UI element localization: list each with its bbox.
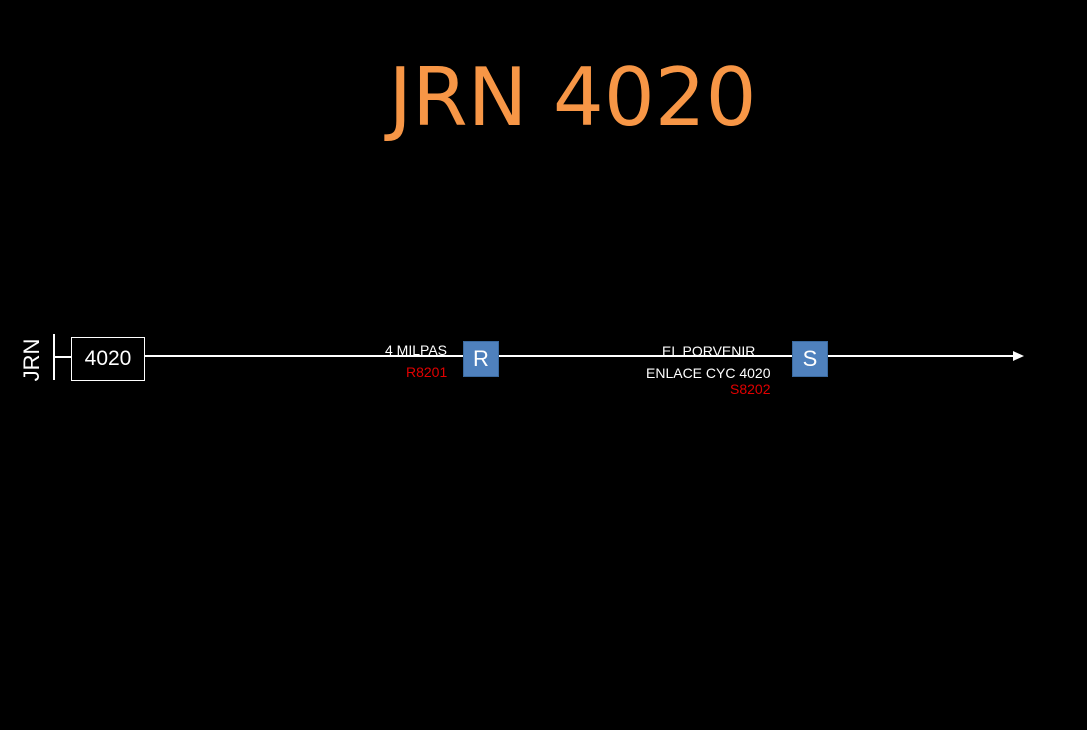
substation-label: JRN [19, 338, 44, 382]
recloser-device: R [463, 341, 499, 377]
device-location-r: 4 MILPAS [385, 342, 447, 358]
feeder-arrow-icon [1013, 351, 1024, 361]
sectionalizer-device: S [792, 341, 828, 377]
device-id-s: S8202 [730, 381, 771, 397]
device-location-s: EL PORVENIR [662, 343, 756, 359]
device-sublocation-s: ENLACE CYC 4020 [646, 365, 771, 381]
substation-bus-bar [53, 334, 55, 380]
bus-connector [55, 356, 71, 358]
feeder-line [145, 355, 1015, 357]
device-id-r: R8201 [406, 364, 448, 380]
diagram-title: JRN 4020 [388, 51, 757, 144]
circuit-box: 4020 [71, 337, 145, 381]
